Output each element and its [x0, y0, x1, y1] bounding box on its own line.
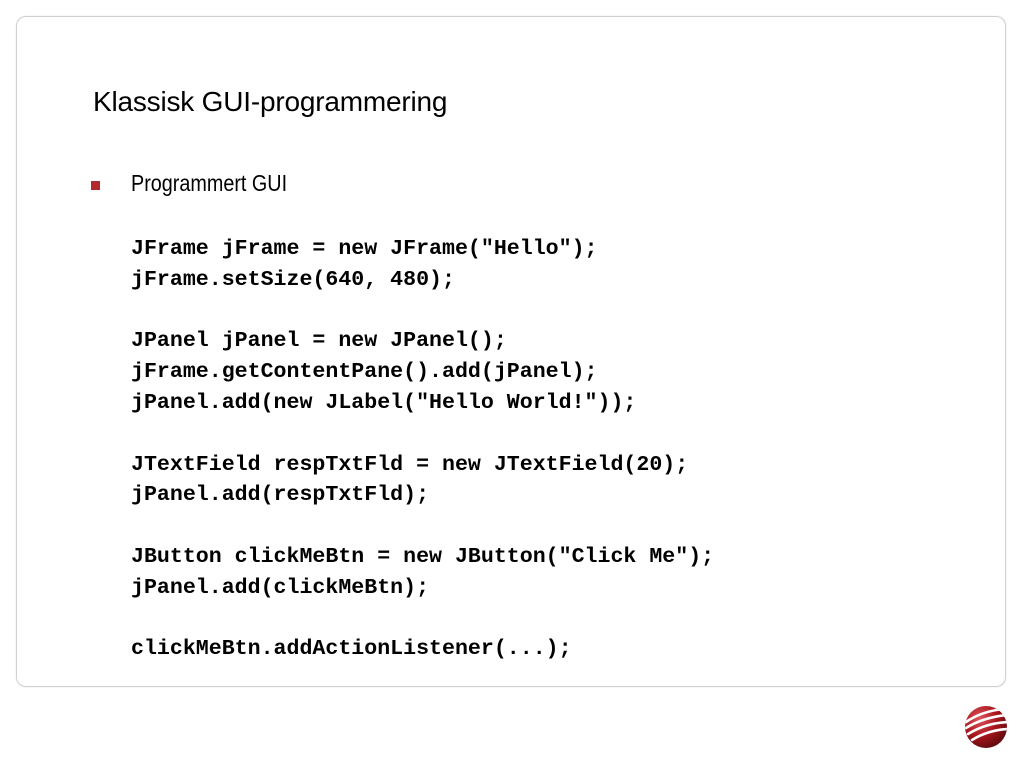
code-line: JPanel jPanel = new JPanel();: [131, 329, 507, 354]
bullet-text: Programmert GUI: [131, 170, 288, 196]
code-line: jFrame.getContentPane().add(jPanel);: [131, 360, 598, 385]
code-block: JFrame jFrame = new JFrame("Hello"); jFra…: [131, 234, 714, 665]
code-line: [131, 604, 714, 635]
code-line: jPanel.add(new JLabel("Hello World!"));: [131, 390, 637, 415]
bullet-item: Programmert GUI: [91, 170, 312, 197]
code-line: jPanel.add(clickMeBtn);: [131, 575, 430, 600]
code-line: jFrame.setSize(640, 480);: [131, 267, 455, 292]
code-line: clickMeBtn.addActionListener(...);: [131, 637, 572, 662]
code-line: JButton clickMeBtn = new JButton("Click …: [131, 544, 715, 569]
code-line: [131, 296, 714, 327]
code-line: jPanel.add(respTxtFld);: [131, 483, 430, 508]
code-line: JFrame jFrame = new JFrame("Hello");: [131, 237, 598, 261]
sphere-logo-icon: [965, 706, 1007, 748]
code-line: [131, 511, 714, 542]
code-line: [131, 419, 714, 450]
code-line: JTextField respTxtFld = new JTextField(2…: [131, 452, 689, 477]
slide-frame: [16, 16, 1006, 687]
square-bullet-icon: [91, 180, 100, 190]
slide-title: Klassisk GUI-programmering: [93, 86, 448, 117]
